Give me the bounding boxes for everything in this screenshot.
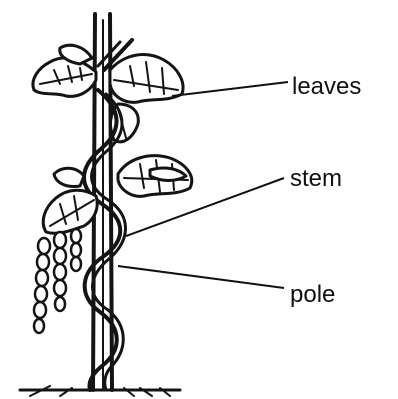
leaves-leader-line [172,82,288,96]
leaf-upper-left [33,45,96,96]
pole-leader-line [118,266,284,288]
hanging-catkins [34,229,81,333]
leaf-middle-right [118,156,192,197]
catkin-left [34,238,50,333]
label-leaves: leaves [292,73,361,100]
catkin-right [71,229,81,271]
leaf-middle-left [43,168,97,233]
catkin-middle [54,232,66,311]
ground [20,386,180,396]
twining-stem [84,90,126,390]
label-stem: stem [290,165,342,192]
label-pole: pole [290,281,335,308]
